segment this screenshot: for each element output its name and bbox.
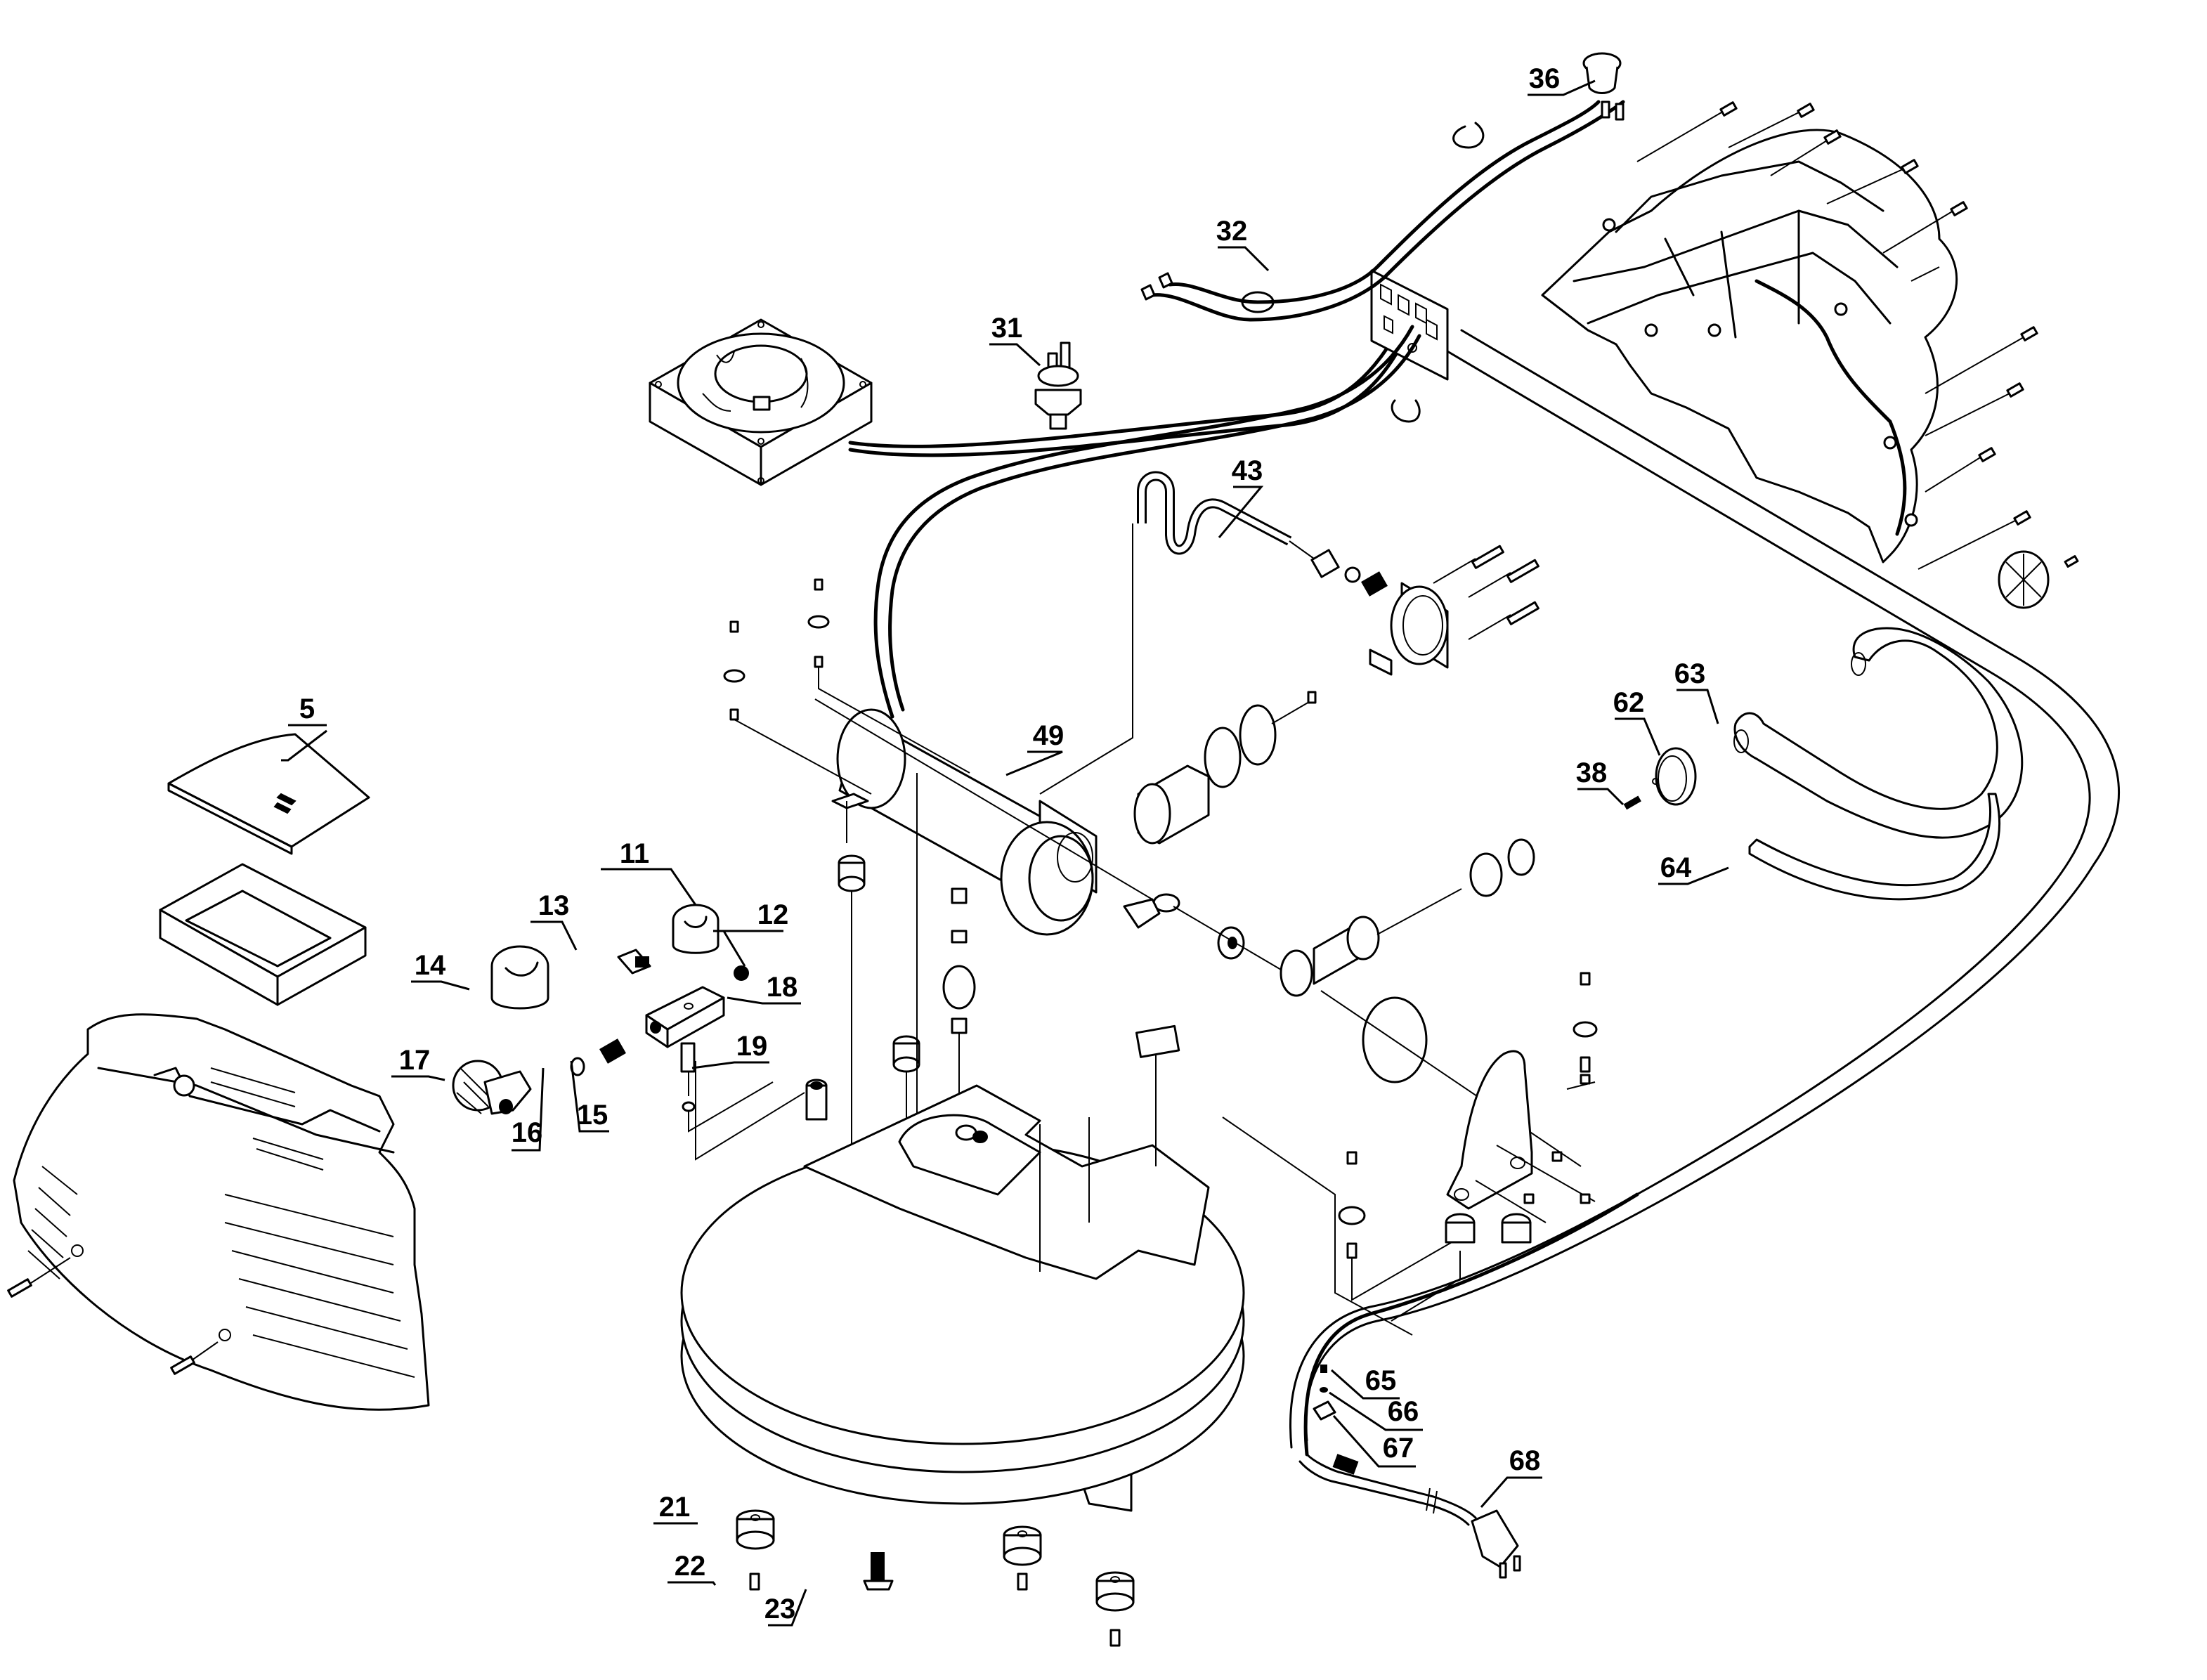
callout-label-62: 62 <box>1613 687 1645 718</box>
bumper-wheel <box>1998 550 2079 609</box>
fittings <box>570 1038 774 1133</box>
callout-label-36: 36 <box>1529 63 1561 94</box>
callout-label-66: 66 <box>1388 1396 1419 1427</box>
callout-32: 32 <box>1216 216 1270 272</box>
pressure-switch <box>1034 341 1082 430</box>
callout-label-64: 64 <box>1660 852 1692 883</box>
callout-36: 36 <box>1528 63 1596 96</box>
callout-label-32: 32 <box>1216 216 1248 247</box>
callout-label-16: 16 <box>512 1117 543 1148</box>
callout-label-43: 43 <box>1232 455 1263 486</box>
callouts: 5 11 12 13 14 15 16 17 <box>281 63 1729 1627</box>
outlet-tube <box>1039 471 1315 795</box>
callout-label-67: 67 <box>1383 1433 1414 1464</box>
callout-label-11: 11 <box>620 838 649 869</box>
fan-wires <box>848 328 1407 457</box>
switch-wires <box>873 100 1625 719</box>
callout-label-68: 68 <box>1509 1445 1541 1476</box>
handle <box>1733 627 2024 839</box>
cooling-fan <box>649 318 873 486</box>
callout-23: 23 <box>764 1589 807 1627</box>
callout-label-19: 19 <box>736 1031 768 1062</box>
storage-tray <box>159 863 367 1006</box>
callout-31: 31 <box>989 313 1041 367</box>
screw-38 <box>1623 795 1641 810</box>
pump-bracket <box>1338 972 1598 1322</box>
frame-rail <box>1289 329 2121 1457</box>
callout-43: 43 <box>1218 455 1264 538</box>
callout-label-63: 63 <box>1674 658 1706 689</box>
callout-62: 62 <box>1613 687 1661 756</box>
tray-lid <box>167 733 370 855</box>
pressure-gauge-14 <box>490 945 549 1010</box>
power-cord <box>1298 1365 1521 1579</box>
callout-18: 18 <box>727 972 801 1005</box>
power-switch <box>1582 52 1625 121</box>
cylinder-head <box>1310 545 1539 676</box>
callout-21: 21 <box>653 1492 698 1525</box>
rubber-feet <box>736 1509 1135 1647</box>
pressure-gauge-11 <box>672 904 720 954</box>
mounting-plate <box>803 1024 1413 1336</box>
callout-66: 66 <box>1329 1391 1423 1431</box>
safety-valve <box>617 949 651 975</box>
callout-label-18: 18 <box>767 972 798 1003</box>
callout-label-38: 38 <box>1576 757 1608 788</box>
callout-label-13: 13 <box>538 890 570 921</box>
callout-22: 22 <box>668 1551 717 1586</box>
motor <box>814 698 1153 936</box>
callout-label-17: 17 <box>399 1045 431 1076</box>
callout-49: 49 <box>1005 720 1065 776</box>
callout-13: 13 <box>530 890 578 951</box>
piston-parts <box>1123 691 1582 1167</box>
callout-15: 15 <box>570 1060 609 1133</box>
callout-label-31: 31 <box>991 313 1023 344</box>
callout-16: 16 <box>512 1067 545 1152</box>
shroud-screws <box>1636 101 2038 570</box>
handle-grip <box>1748 793 2000 901</box>
callout-label-12: 12 <box>757 899 789 930</box>
callout-label-23: 23 <box>764 1594 796 1624</box>
callout-label-21: 21 <box>659 1492 691 1523</box>
callout-14: 14 <box>411 950 470 991</box>
vent-slots <box>27 1067 415 1378</box>
callout-64: 64 <box>1658 852 1729 885</box>
callout-5: 5 <box>281 694 327 762</box>
callout-label-22: 22 <box>675 1551 706 1582</box>
manifold-block <box>645 986 725 1048</box>
callout-label-49: 49 <box>1033 720 1065 751</box>
callout-63: 63 <box>1674 658 1719 724</box>
callout-65: 65 <box>1331 1365 1400 1400</box>
callout-19: 19 <box>691 1031 769 1069</box>
cap <box>1652 747 1697 806</box>
callout-11: 11 <box>601 838 697 906</box>
callout-label-15: 15 <box>577 1100 608 1131</box>
callout-38: 38 <box>1576 757 1625 806</box>
regulator <box>452 1060 532 1115</box>
motor-mount-parts <box>695 578 976 1307</box>
callout-12: 12 <box>713 899 789 967</box>
plug <box>734 965 749 981</box>
left-housing <box>13 1013 430 1411</box>
callout-68: 68 <box>1480 1445 1542 1508</box>
callout-67: 67 <box>1332 1415 1416 1468</box>
motor-shroud <box>1541 129 1958 564</box>
callout-label-5: 5 <box>299 694 315 724</box>
drain-valve <box>863 1552 894 1591</box>
callout-label-14: 14 <box>415 950 446 981</box>
housing-screws <box>7 1257 219 1375</box>
circuit-board <box>1370 269 1449 381</box>
callout-label-65: 65 <box>1365 1365 1397 1396</box>
callout-17: 17 <box>391 1045 445 1081</box>
